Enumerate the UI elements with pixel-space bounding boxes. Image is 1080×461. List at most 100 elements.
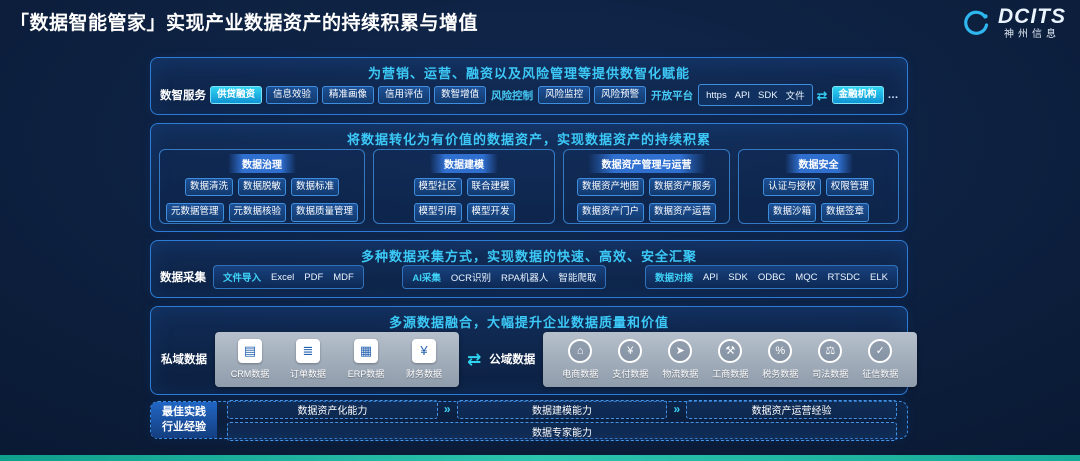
collection-lead-label: AI采集: [412, 273, 441, 284]
practice-content: 数据资产化能力»数据建模能力»数据资产运营经验 数据专家能力: [217, 399, 907, 441]
financial-org-button: 金融机构: [831, 85, 884, 105]
asset-button: 数据脱敏: [238, 178, 287, 197]
risk-buttons: 风险监控风险预警: [538, 85, 647, 105]
crm-icon: ▤: [238, 338, 262, 363]
collection-lead-label: 文件导入: [223, 273, 262, 284]
tax-icon: %: [768, 338, 793, 363]
asset-button: 模型开发: [466, 203, 515, 222]
asset-group-title: 数据资产管理与运营: [587, 154, 706, 173]
data-tile: %税务数据: [755, 338, 805, 380]
practice-label-line2: 行业经验: [162, 421, 206, 433]
tile-label: 司法数据: [812, 368, 849, 379]
data-tile: ➤ 物流数据: [655, 338, 705, 380]
protocol-item: 文件: [785, 91, 805, 102]
asset-group-title: 数据安全: [784, 154, 853, 173]
asset-group: 数据安全认证与授权权限管理数据沙箱数据签章: [738, 149, 899, 224]
risk-button: 风险预警: [594, 85, 647, 105]
brand-text: DCITS 神州信息: [998, 6, 1066, 40]
practice-bottom-row: 数据专家能力: [227, 421, 897, 441]
data-tile: ¥ 支付数据: [605, 338, 655, 380]
asset-group: 数据治理数据清洗数据脱敏数据标准元数据管理元数据核验数据质量管理: [159, 149, 366, 224]
protocol-item: API: [734, 89, 751, 101]
service-label: 数智服务: [160, 90, 206, 102]
practice-item: 数据资产运营经验: [686, 399, 897, 419]
collection-item: API: [702, 271, 719, 283]
footer-accent-bar: [0, 455, 1080, 461]
erp-icon: ▦: [354, 338, 378, 363]
more-ellipsis: …: [887, 89, 900, 101]
data-tile: ⚒工商数据: [705, 338, 755, 380]
asset-button: 数据沙箱: [767, 203, 816, 222]
service-buttons: 信息效验精准画像信用评估数智增值: [266, 85, 487, 105]
asset-group-title: 数据治理: [228, 154, 297, 173]
service-button: 信息效验: [266, 85, 319, 105]
link-icon: ⇄: [467, 349, 482, 369]
asset-group: 数据建模模型社区联合建模模型引用模型开发: [373, 149, 556, 224]
tile-label: CRM数据: [230, 368, 270, 379]
logistics-icon: ➤: [668, 338, 693, 363]
data-tile: ⌂电商数据: [555, 338, 605, 380]
service-panel-header: 为营销、运营、融资以及风险管理等提供数智化赋能: [367, 66, 690, 81]
asset-button: 数据资产运营: [649, 203, 717, 222]
panel-best-practice: 最佳实践 行业经验 数据资产化能力»数据建模能力»数据资产运营经验 数据专家能力: [150, 399, 908, 441]
practice-item: 数据资产化能力: [227, 399, 438, 419]
service-button: 数智增值: [434, 85, 487, 105]
practice-label-line1: 最佳实践: [162, 405, 206, 418]
panel-smart-service: 为营销、运营、融资以及风险管理等提供数智化赋能 数智服务 供贷融资 信息效验精准…: [150, 57, 908, 115]
practice-wrap: 最佳实践 行业经验 数据资产化能力»数据建模能力»数据资产运营经验 数据专家能力: [151, 399, 907, 441]
order-icon: ≣: [296, 338, 320, 363]
asset-button: 数据标准: [291, 178, 340, 197]
public-data-label: 公域数据: [489, 354, 536, 366]
collection-item: MDF: [333, 271, 354, 283]
practice-expert-item: 数据专家能力: [227, 421, 897, 441]
collection-item: Excel: [271, 271, 295, 283]
panel-data-fusion: 多源数据融合，大幅提升企业数据质量和价值 私域数据 ▤CRM数据≣订单数据▦ER…: [150, 306, 918, 395]
collection-item: RPA机器人: [501, 273, 549, 284]
asset-groups: 数据治理数据清洗数据脱敏数据标准元数据管理元数据核验数据质量管理数据建模模型社区…: [159, 149, 899, 224]
chevron-right-icon: »: [443, 402, 451, 416]
protocol-item: SDK: [758, 89, 778, 101]
data-tile: ▦ERP数据: [341, 338, 391, 380]
service-row: 数智服务 供贷融资 信息效验精准画像信用评估数智增值 风险控制 风险监控风险预警…: [160, 84, 900, 106]
tile-label: 订单数据: [289, 368, 326, 379]
data-tile: ≣ 订单数据: [283, 338, 333, 380]
collection-item: SDK: [728, 271, 748, 283]
page-title: 「数据智能管家」实现产业数据资产的持续积累与增值: [10, 13, 479, 34]
collection-item: ODBC: [757, 271, 786, 283]
payment-icon: ¥: [618, 338, 643, 363]
collection-item: 智能爬取: [558, 273, 597, 284]
dcits-swirl-icon: [964, 10, 989, 35]
tile-label: 工商数据: [712, 368, 749, 379]
tile-label: 物流数据: [662, 368, 699, 379]
asset-button: 数据质量管理: [291, 203, 359, 222]
asset-group-title: 数据建模: [430, 154, 499, 173]
practice-top-row: 数据资产化能力»数据建模能力»数据资产运营经验: [227, 399, 897, 419]
tile-label: 支付数据: [612, 368, 649, 379]
private-data-label: 私域数据: [161, 354, 207, 366]
service-button: 信用评估: [378, 85, 431, 105]
asset-button: 联合建模: [466, 178, 515, 197]
data-tile: ✓ 征信数据: [855, 338, 905, 380]
data-tile: ⚖ 司法数据: [805, 338, 855, 380]
asset-button: 数据资产服务: [649, 178, 717, 197]
asset-button: 数据签章: [821, 203, 870, 222]
judicial-icon: ⚖: [818, 338, 843, 363]
credit-icon: ✓: [868, 338, 893, 363]
transfer-arrows-icon: ⇄: [816, 87, 828, 103]
tile-label: 征信数据: [862, 368, 899, 379]
collection-label: 数据采集: [160, 272, 206, 284]
asset-button: 数据资产地图: [577, 178, 645, 197]
risk-control-label: 风险控制: [491, 89, 534, 102]
asset-button: 数据清洗: [185, 178, 234, 197]
brand-subtitle: 神州信息: [1004, 29, 1060, 40]
collection-lead-label: 数据对接: [654, 273, 693, 284]
open-platform-label: 开放平台: [651, 89, 694, 102]
asset-button: 元数据管理: [166, 203, 224, 222]
